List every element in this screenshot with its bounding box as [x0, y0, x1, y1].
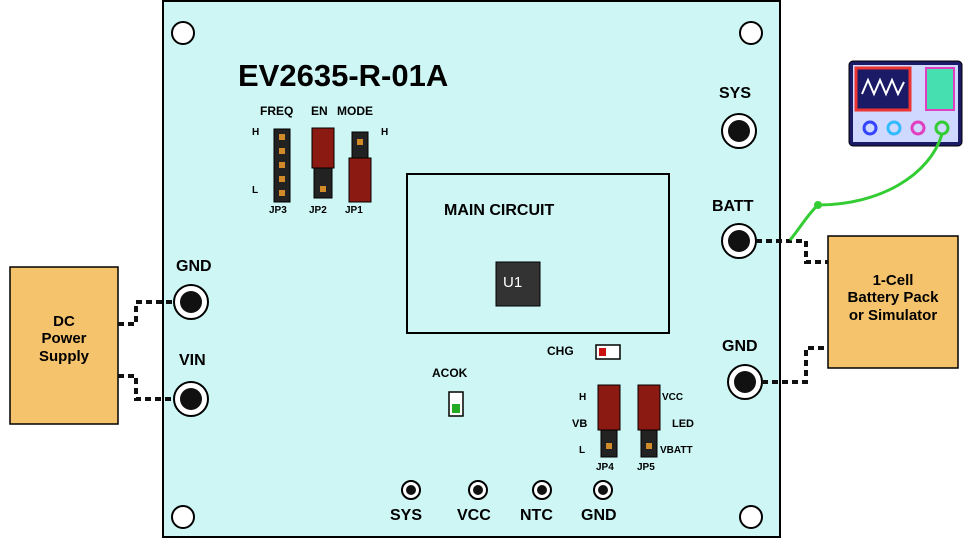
terminal-batt-post	[721, 223, 757, 259]
label-h-jp4: H	[579, 392, 587, 403]
terminal-vin-label: VIN	[179, 352, 206, 369]
mounting-hole-bottom-right	[739, 505, 763, 529]
terminal-batt-label: BATT	[712, 198, 754, 215]
label-en: EN	[311, 104, 328, 118]
label-acok: ACOK	[432, 366, 468, 380]
terminal-sys-post	[721, 113, 757, 149]
dc-line-3: Supply	[38, 347, 89, 365]
test-point-gnd-label: GND	[581, 507, 617, 524]
label-l-jp3: L	[252, 185, 259, 196]
mounting-hole-bottom-left	[171, 505, 195, 529]
acok-led-fill	[452, 404, 460, 413]
jp3-pin-4	[279, 176, 285, 182]
scope-probe-wire	[788, 133, 944, 241]
oscilloscope-waveform	[861, 77, 905, 97]
terminal-gnd-right-post	[727, 364, 763, 400]
jp3-pin-5	[279, 190, 285, 196]
label-h-jp1: H	[381, 127, 389, 138]
main-circuit-box	[406, 173, 670, 334]
label-h-jp3: H	[252, 127, 260, 138]
jp3-pin-2	[279, 148, 285, 154]
main-circuit-label: MAIN CIRCUIT	[444, 202, 555, 219]
terminal-gnd-left-label: GND	[176, 258, 212, 275]
jp2-pin	[320, 186, 326, 192]
test-point-gnd-post	[593, 480, 613, 500]
jp2-jumper	[311, 127, 335, 169]
jp3-pin-1	[279, 134, 285, 140]
jp5-pin	[646, 443, 652, 449]
battery-box	[827, 235, 959, 369]
dc-power-supply-label: DC Power Supply	[10, 313, 118, 365]
label-l-jp4: L	[579, 445, 586, 456]
label-jp3: JP3	[269, 205, 287, 216]
battery-line-2: Battery Pack	[847, 289, 939, 307]
battery-label: 1-Cell Battery Pack or Simulator	[826, 272, 960, 324]
terminal-gnd-left-post	[173, 284, 209, 320]
battery-line-1: 1-Cell	[872, 272, 914, 289]
test-point-vcc-label: VCC	[457, 507, 491, 524]
label-jp5: JP5	[637, 462, 655, 473]
scope-knob-3	[910, 120, 926, 136]
label-jp1: JP1	[345, 205, 363, 216]
test-point-sys-label: SYS	[390, 507, 423, 524]
label-vcc-jp5: VCC	[662, 392, 684, 403]
wire-batt	[756, 239, 828, 264]
dc-line-2: Power	[41, 330, 87, 348]
chg-led-fill	[599, 348, 606, 356]
wire-gnd-right	[762, 346, 828, 384]
mounting-hole-top-right	[739, 21, 763, 45]
jp4-pin	[606, 443, 612, 449]
wires	[118, 239, 828, 401]
jp5-jumper	[637, 384, 661, 431]
dc-power-supply-box	[9, 266, 119, 425]
jp4-jumper	[597, 384, 621, 431]
dc-line-1: DC	[53, 313, 75, 330]
test-point-ntc-label: NTC	[520, 507, 553, 524]
terminal-vin-post	[173, 381, 209, 417]
scope-knob-1	[862, 120, 878, 136]
chip-u1	[495, 261, 541, 307]
scope-probe-tip	[814, 201, 822, 209]
jp3-pin-3	[279, 162, 285, 168]
jp1-pin	[357, 139, 363, 145]
chip-u1-label: U1	[503, 274, 523, 291]
battery-line-3: or Simulator	[848, 306, 938, 324]
jp1-jumper	[348, 157, 372, 203]
board-title: EV2635-R-01A	[238, 58, 449, 93]
test-point-ntc-post	[532, 480, 552, 500]
wire-vin	[118, 374, 174, 401]
label-freq: FREQ	[260, 104, 294, 118]
label-led: LED	[672, 418, 694, 430]
terminal-gnd-right-label: GND	[722, 338, 758, 355]
label-chg: CHG	[547, 344, 574, 358]
label-mode: MODE	[337, 104, 373, 118]
label-jp2: JP2	[309, 205, 327, 216]
board	[162, 0, 781, 538]
test-point-vcc-post	[468, 480, 488, 500]
label-vb: VB	[572, 418, 588, 430]
scope-knob-2	[886, 120, 902, 136]
label-vbatt: VBATT	[660, 445, 693, 456]
terminal-sys-label: SYS	[719, 85, 752, 102]
label-jp4: JP4	[596, 462, 614, 473]
test-point-sys-post	[401, 480, 421, 500]
mounting-hole-top-left	[171, 21, 195, 45]
oscilloscope-side-panel	[925, 67, 955, 111]
